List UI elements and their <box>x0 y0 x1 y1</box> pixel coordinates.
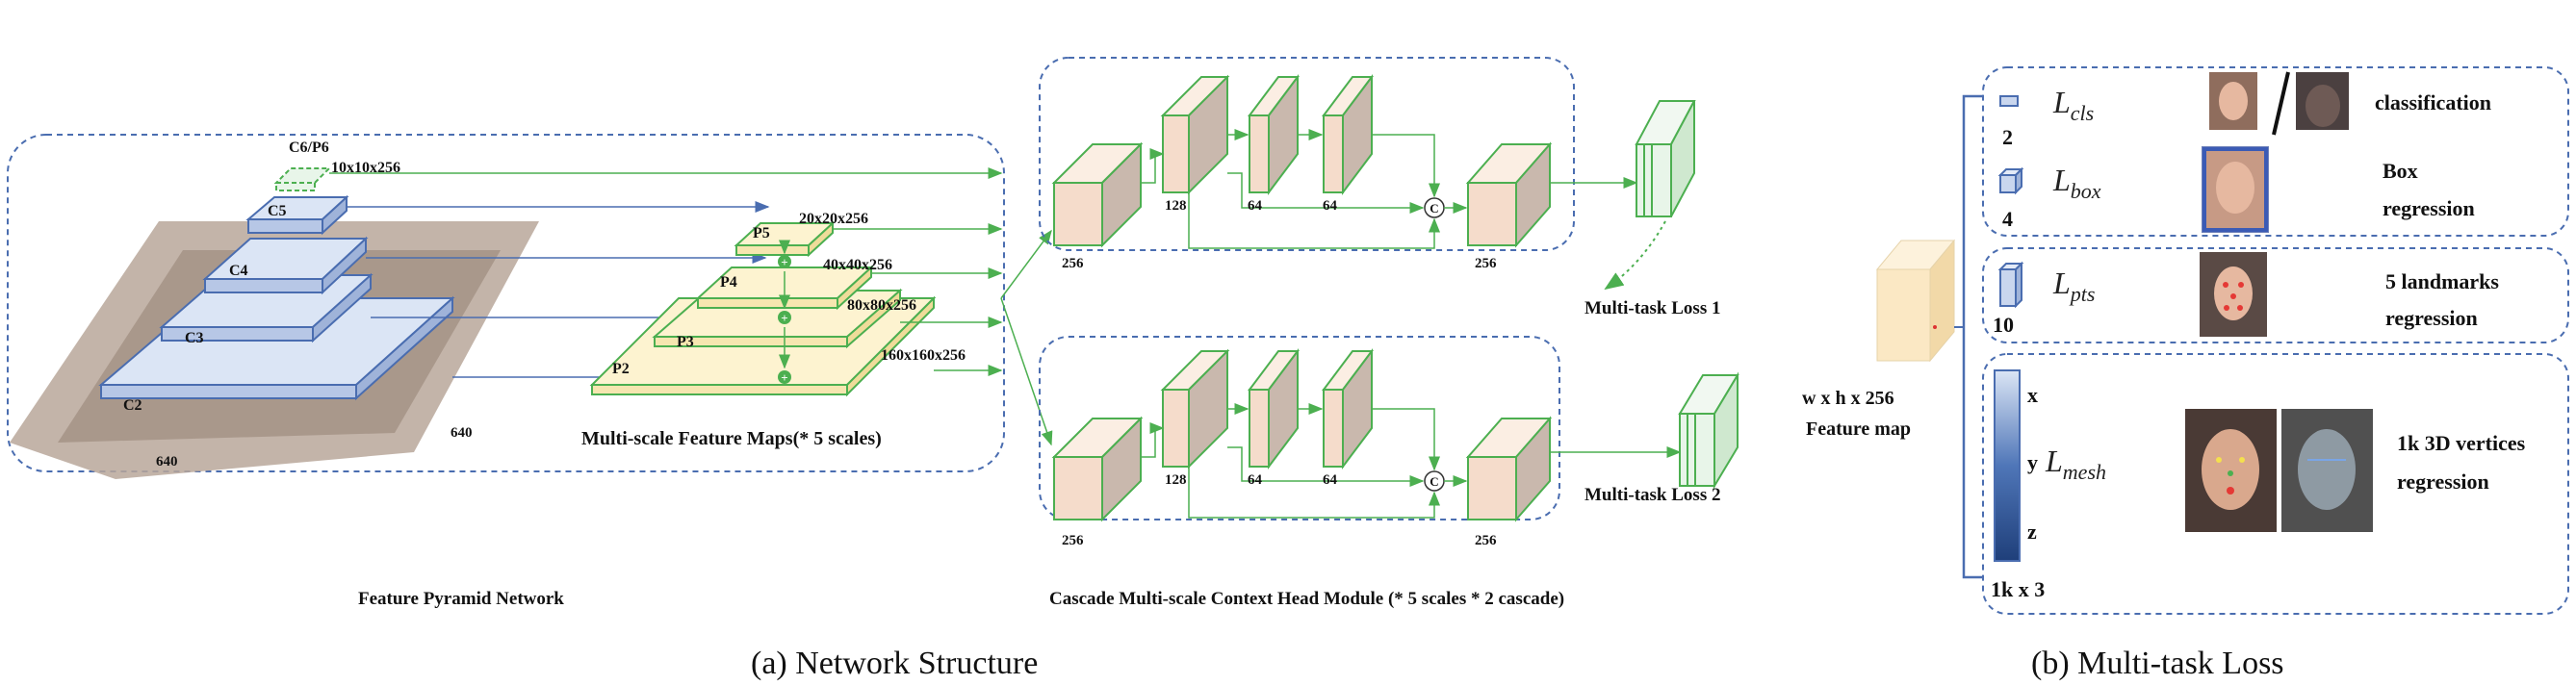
pts-loss-symbol: Lpts <box>2052 266 2095 306</box>
concat-symbol-2: C <box>1430 474 1438 489</box>
p5-label: P5 <box>753 225 770 241</box>
head1-ch-64-a: 64 <box>1248 198 1263 214</box>
p4-label: P4 <box>720 274 737 291</box>
p4-size: 40x40x256 <box>823 257 892 273</box>
head1-block-b <box>1160 74 1230 195</box>
pts-count: 10 <box>1993 313 2014 337</box>
p2-label: P2 <box>612 361 630 377</box>
head2-ch-64-b: 64 <box>1323 472 1338 488</box>
head2-ch-128: 128 <box>1165 472 1187 488</box>
c6-label: C6/P6 <box>289 140 329 156</box>
output-stack-2 <box>1678 371 1739 490</box>
head1-block-d <box>1322 74 1374 195</box>
box-loss-symbol: Lbox <box>2052 163 2101 203</box>
svg-text:+: + <box>781 370 787 385</box>
concat-symbol-1: C <box>1430 201 1438 216</box>
slash-separator <box>2272 71 2290 136</box>
p3-label: P3 <box>677 334 694 350</box>
sum-node-p4: + <box>778 255 791 269</box>
caption-network-structure: (a) Network Structure <box>751 646 1038 681</box>
dim-640-bottom: 640 <box>156 454 178 469</box>
pts-box-frame <box>1982 247 2569 343</box>
feature-size-label: w x h x 256 <box>1802 388 1894 409</box>
cls-loss-symbol: Lcls <box>2052 85 2094 125</box>
p5-size: 20x20x256 <box>799 211 868 227</box>
concat-node-1: C <box>1424 197 1445 218</box>
fanout-upper <box>1000 229 1052 299</box>
mesh-vector-bar <box>1994 369 2021 562</box>
box-desc-line2: regression <box>2383 196 2475 220</box>
concat-node-2: C <box>1424 470 1445 492</box>
head2-block-d <box>1322 348 1374 469</box>
fanout-lower <box>1000 297 1053 446</box>
mesh-count: 1k x 3 <box>1991 577 2045 601</box>
p2-size: 160x160x256 <box>881 347 966 364</box>
mesh-axis-y: y <box>2027 450 2038 474</box>
c3-label: C3 <box>185 330 204 346</box>
p5-block <box>734 220 836 258</box>
loss-bracket <box>1962 94 1983 579</box>
c5-label: C5 <box>268 203 287 219</box>
head2-block-e <box>1465 416 1553 522</box>
multiscale-label: Multi-scale Feature Maps(* 5 scales) <box>581 428 882 449</box>
mesh-loss-symbol: Lmesh <box>2045 444 2106 484</box>
cls-box-frame <box>1982 66 2569 237</box>
head1-ch-256-a: 256 <box>1062 256 1084 271</box>
head-title: Cascade Multi-scale Context Head Module … <box>1049 589 1564 609</box>
cls-count: 2 <box>2002 125 2013 149</box>
fpn-dashed-frame <box>7 134 1005 472</box>
mesh-box-frame <box>1982 353 2569 615</box>
mesh-desc-line1: 1k 3D vertices <box>2397 431 2526 455</box>
cls-vector-icon <box>1999 95 2019 107</box>
cascade-arrow <box>1604 220 1666 291</box>
mesh-axis-z: z <box>2027 520 2037 544</box>
box-vector-icon <box>1999 174 2017 193</box>
mesh-desc-line2: regression <box>2397 469 2489 494</box>
fpn-title: Feature Pyramid Network <box>358 589 564 609</box>
head1-block-c <box>1248 74 1300 195</box>
pts-vector-icon <box>1999 268 2017 307</box>
head1-ch-64-b: 64 <box>1323 198 1338 214</box>
box-desc-line1: Box <box>2383 159 2418 183</box>
head2-ch-256-b: 256 <box>1475 533 1497 548</box>
loss1-label: Multi-task Loss 1 <box>1584 298 1720 318</box>
mesh-axis-x: x <box>2027 383 2038 407</box>
head2-block-a <box>1051 416 1144 522</box>
head-frame-1 <box>1039 57 1575 251</box>
caption-multitask-loss: (b) Multi-task Loss <box>2031 646 2284 681</box>
feature-map <box>1875 239 1956 363</box>
pts-desc-line2: regression <box>2385 306 2478 330</box>
svg-text:+: + <box>781 311 787 325</box>
head2-block-c <box>1248 348 1300 469</box>
loss2-label: Multi-task Loss 2 <box>1584 485 1720 505</box>
c6-size-label: 10x10x256 <box>331 160 400 176</box>
dim-640-right: 640 <box>451 425 473 441</box>
svg-text:+: + <box>781 255 787 269</box>
feature-map-label: Feature map <box>1806 419 1911 440</box>
c4-label: C4 <box>229 263 248 279</box>
pts-desc-line1: 5 landmarks <box>2385 269 2499 293</box>
c6-block <box>273 167 332 184</box>
box-count: 4 <box>2002 207 2013 231</box>
head1-ch-256-b: 256 <box>1475 256 1497 271</box>
head1-ch-128: 128 <box>1165 198 1187 214</box>
cls-desc: classification <box>2375 90 2491 114</box>
c2-label: C2 <box>123 397 142 414</box>
head2-ch-256-a: 256 <box>1062 533 1084 548</box>
sum-node-p3: + <box>778 311 791 325</box>
sum-node-p2: + <box>778 370 791 385</box>
head1-block-e <box>1465 141 1553 248</box>
output-stack-1 <box>1635 100 1696 217</box>
p3-size: 80x80x256 <box>847 297 916 314</box>
head1-block-a <box>1051 141 1144 248</box>
head2-block-b <box>1160 348 1230 469</box>
head2-ch-64-a: 64 <box>1248 472 1263 488</box>
